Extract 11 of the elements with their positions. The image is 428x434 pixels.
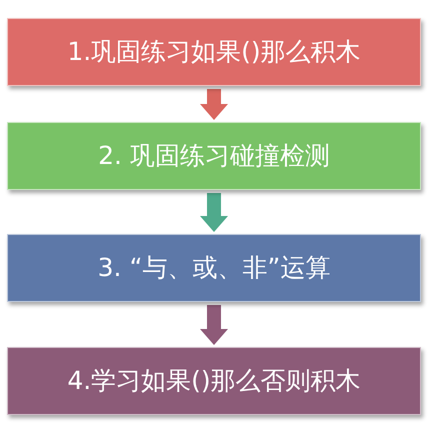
block-arrow: [200, 305, 228, 345]
step-text: 3. “与、或、非”运算: [98, 252, 330, 284]
block-arrow: [200, 193, 228, 232]
process-box: [7, 122, 421, 190]
process-box: [7, 234, 421, 302]
process-box: [7, 347, 421, 415]
step-text: 4.学习如果()那么否则积木: [67, 365, 361, 397]
block-arrow: [200, 89, 228, 120]
process-box: [7, 18, 421, 86]
step-text: 2. 巩固练习碰撞检测: [98, 140, 330, 172]
step-text: 1.巩固练习如果()那么积木: [67, 36, 361, 68]
